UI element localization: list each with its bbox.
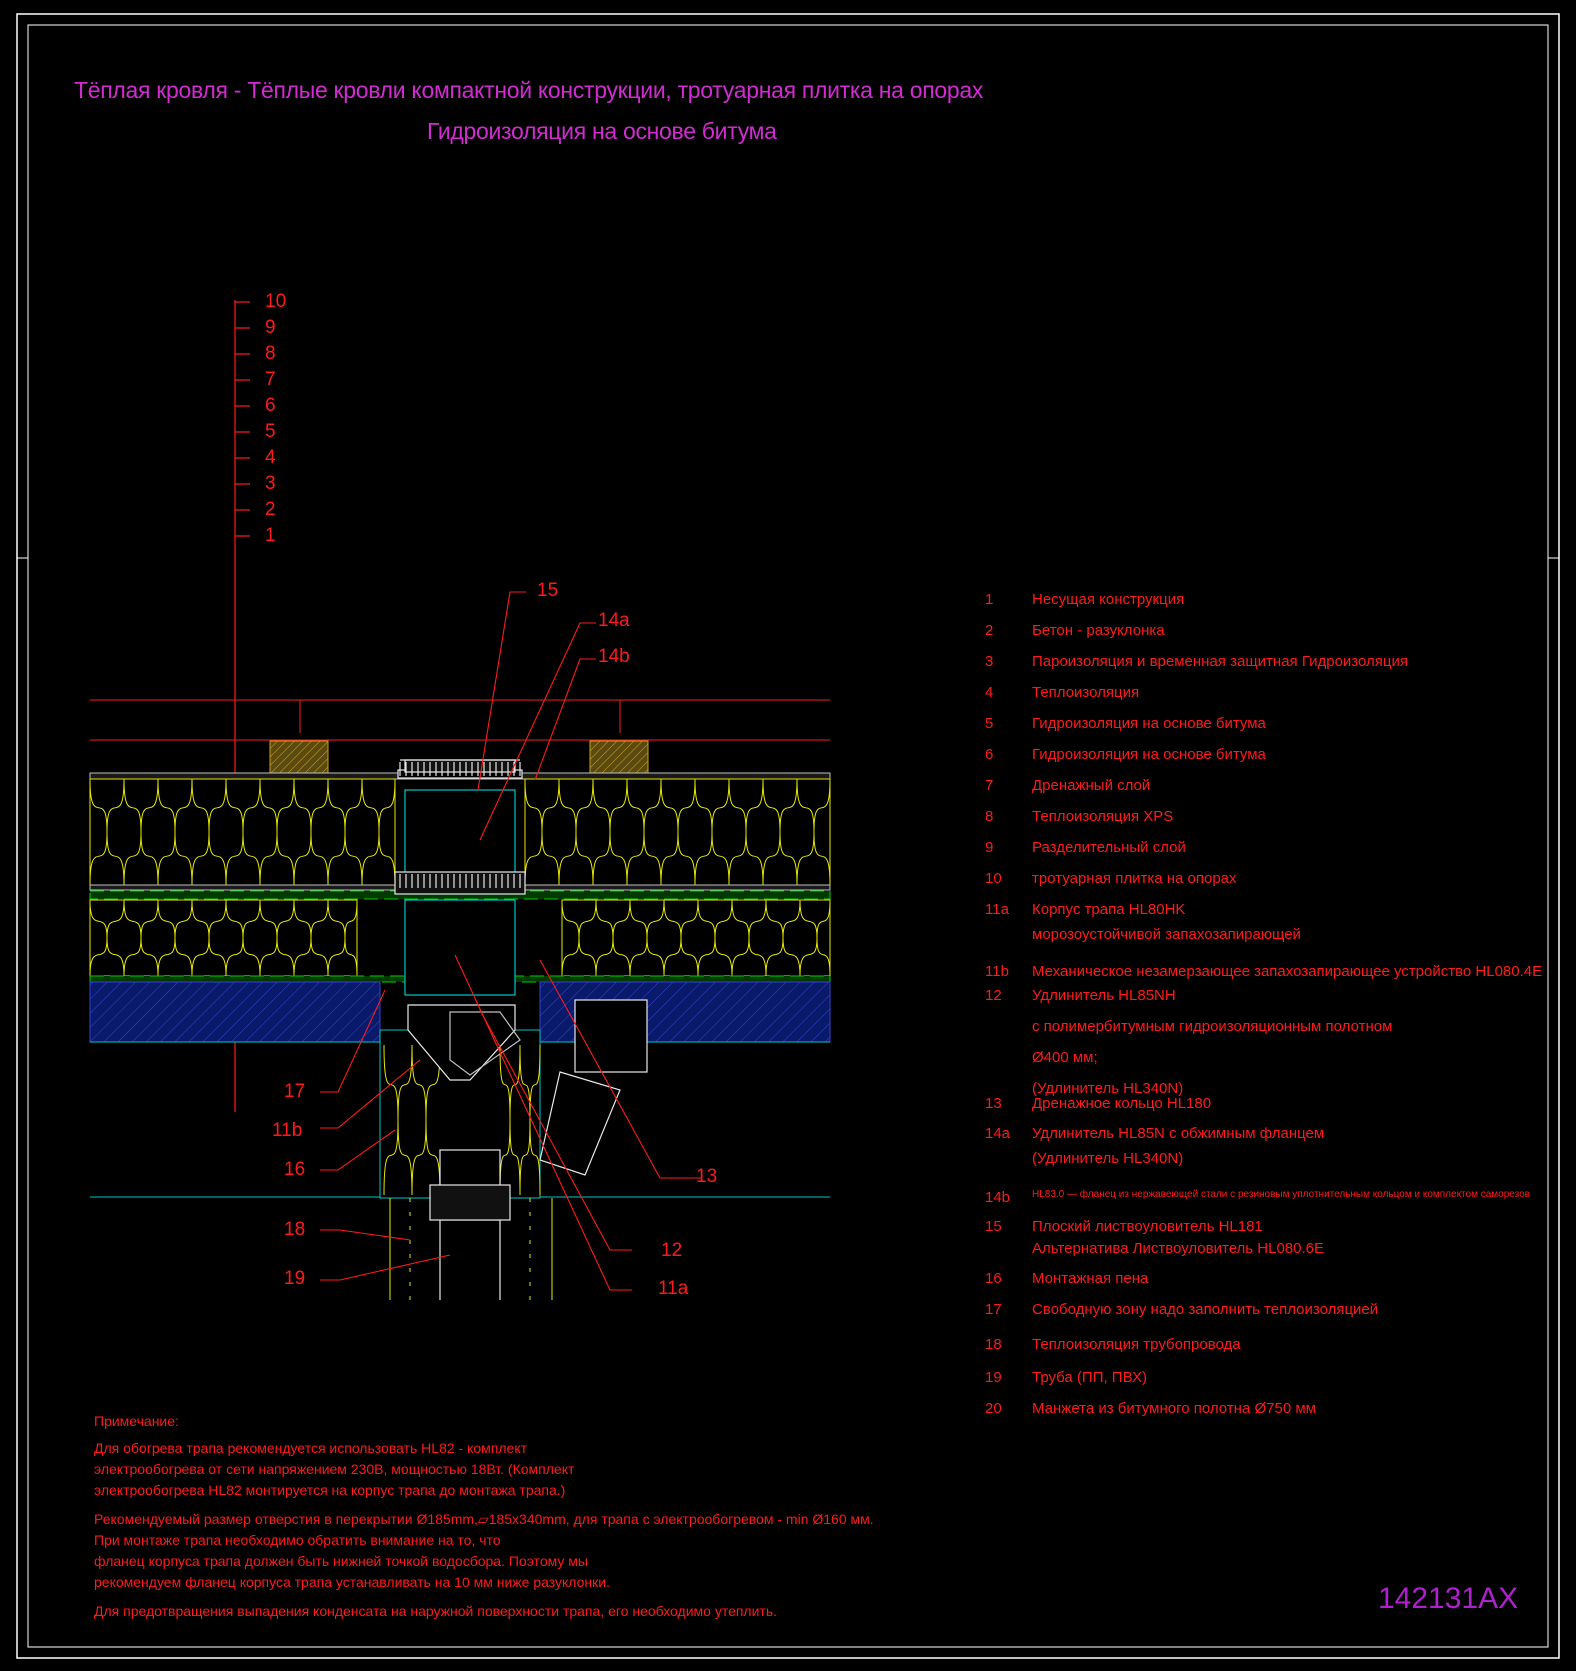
level-mark: 2 xyxy=(265,499,276,520)
legend-item-number: 12 xyxy=(985,987,1002,1004)
legend-item-text: Несущая конструкция xyxy=(1032,591,1185,608)
legend-item-number: 15 xyxy=(985,1218,1002,1235)
thermal-insulation xyxy=(89,899,831,977)
legend-item-text: Бетон - разуклонка xyxy=(1032,622,1165,639)
legend-item-text: Удлинитель HL85N с обжимным фланцем xyxy=(1032,1125,1325,1142)
legend-item-number: 10 xyxy=(985,870,1002,887)
callout-14a: 14a xyxy=(598,610,630,631)
callout-12: 12 xyxy=(661,1240,683,1261)
legend-item-number: 20 xyxy=(985,1400,1002,1417)
level-mark: 5 xyxy=(265,421,276,442)
legend-item-number: 7 xyxy=(985,777,994,794)
note-line: Для предотвращения выпадения конденсата … xyxy=(94,1603,778,1619)
level-mark: 6 xyxy=(265,395,276,416)
legend-item-text: Свободную зону надо заполнить теплоизоля… xyxy=(1032,1301,1379,1318)
inner-frame xyxy=(27,24,1549,1648)
legend-item-number: 14b xyxy=(985,1189,1011,1206)
legend-item-text: Плоский листвоуловитель HL181 xyxy=(1032,1218,1263,1235)
legend-item-number: 5 xyxy=(985,715,994,732)
drawing-subtitle: Гидроизоляция на основе битума xyxy=(427,118,777,144)
note-line: Рекомендуемый размер отверстия в перекры… xyxy=(94,1511,874,1527)
legend-item-text: Пароизоляция и временная защитная Гидрои… xyxy=(1032,653,1408,670)
legend-item-text: с полимербитумным гидроизоляционным поло… xyxy=(1032,1018,1393,1035)
legend-item-number: 9 xyxy=(985,839,994,856)
legend-item-text: Гидроизоляция на основе битума xyxy=(1032,715,1266,732)
level-mark: 3 xyxy=(265,473,276,494)
level-mark: 7 xyxy=(265,369,276,390)
legend-item-number: 2 xyxy=(985,622,994,639)
legend-item-text: Гидроизоляция на основе битума xyxy=(1032,746,1266,763)
legend-item-number: 14a xyxy=(985,1125,1011,1142)
legend-item-text: морозоустойчивой запахозапирающей xyxy=(1032,926,1301,943)
legend-item-number: 17 xyxy=(985,1301,1002,1318)
legend-item-text: Удлинитель HL85NH xyxy=(1032,987,1176,1004)
legend-item-number: 8 xyxy=(985,808,994,825)
legend-item-text: Альтернатива Листвоуловитель HL080.6E xyxy=(1032,1240,1324,1257)
legend-item-text: Теплоизоляция трубопровода xyxy=(1032,1336,1241,1353)
legend-item-text: Дренажный слой xyxy=(1032,777,1151,794)
pedestal-right xyxy=(589,740,649,775)
callout-19: 19 xyxy=(284,1268,306,1289)
legend-item-number: 13 xyxy=(985,1095,1002,1112)
legend-item-text: Дренажное кольцо HL180 xyxy=(1032,1095,1212,1112)
legend-item-text: Манжета из битумного полотна Ø750 мм xyxy=(1032,1400,1316,1417)
legend-item-text: Теплоизоляция XPS xyxy=(1032,808,1174,825)
legend-item-number: 1 xyxy=(985,591,994,608)
legend-item-text: Теплоизоляция xyxy=(1032,684,1140,701)
notes-heading: Примечание: xyxy=(94,1413,179,1429)
legend-item-number: 18 xyxy=(985,1336,1002,1353)
note-line: электрообогрева HL82 монтируется на корп… xyxy=(94,1482,566,1498)
note-line: рекомендуем фланец корпуса трапа устанав… xyxy=(94,1574,610,1590)
legend-item-text: Механическое незамерзающее запахозапираю… xyxy=(1032,963,1543,980)
callout-11a: 11a xyxy=(658,1278,689,1299)
note-line: электрообогрева от сети напряжением 230В… xyxy=(94,1461,575,1477)
legend-item-text: HL83.0 — фланец из нержавеющей стали с р… xyxy=(1032,1189,1530,1200)
legend-item-text: Монтажная пена xyxy=(1032,1270,1149,1287)
pipe-insulation xyxy=(389,1198,553,1300)
callout-13: 13 xyxy=(696,1166,718,1187)
level-mark: 9 xyxy=(265,317,276,338)
callout-14b: 14b xyxy=(598,646,630,667)
level-mark: 10 xyxy=(265,291,287,312)
legend-item-number: 16 xyxy=(985,1270,1002,1287)
level-mark: 1 xyxy=(265,525,276,546)
legend-item-number: 4 xyxy=(985,684,994,701)
xps-insulation xyxy=(89,778,831,886)
level-mark: 4 xyxy=(265,447,276,468)
note-line: Для обогрева трапа рекомендуется использ… xyxy=(94,1440,528,1456)
callout-18: 18 xyxy=(284,1219,306,1240)
legend-item-text: тротуарная плитка на опорах xyxy=(1032,870,1237,887)
callout-11b: 11b xyxy=(272,1120,303,1141)
legend-item-text: (Удлинитель HL340N) xyxy=(1032,1150,1184,1167)
paving-tiles-layer xyxy=(90,699,830,775)
note-line: фланец корпуса трапа должен быть нижней … xyxy=(94,1553,588,1569)
roof-drain xyxy=(394,759,648,1300)
callout-16: 16 xyxy=(284,1159,306,1180)
outer-frame xyxy=(16,13,1560,1659)
drawing-code: 142131AX xyxy=(1378,1582,1519,1615)
legend-item-text: Ø400 мм; xyxy=(1032,1049,1098,1066)
pedestal-left xyxy=(269,740,329,775)
drawing-title: Тёплая кровля - Тёплые кровли компактной… xyxy=(74,77,984,103)
legend-item-number: 11a xyxy=(985,901,1009,918)
legend-item-text: (Удлинитель HL340N) xyxy=(1032,1080,1184,1097)
legend-item-number: 6 xyxy=(985,746,994,763)
legend-item-text: Разделительный слой xyxy=(1032,839,1186,856)
callout-leaders xyxy=(320,591,702,1291)
legend-item-text: Труба (ПП, ПВХ) xyxy=(1032,1369,1147,1386)
level-mark: 8 xyxy=(265,343,276,364)
callout-15: 15 xyxy=(537,580,559,601)
legend-item-number: 11b xyxy=(985,963,1009,980)
note-line: При монтаже трапа необходимо обратить вн… xyxy=(94,1532,501,1548)
callout-17: 17 xyxy=(284,1081,306,1102)
legend-item-number: 19 xyxy=(985,1369,1002,1386)
legend-item-number: 3 xyxy=(985,653,994,670)
concrete-screed xyxy=(89,981,381,1043)
legend-item-text: Корпус трапа HL80HK xyxy=(1032,901,1186,918)
